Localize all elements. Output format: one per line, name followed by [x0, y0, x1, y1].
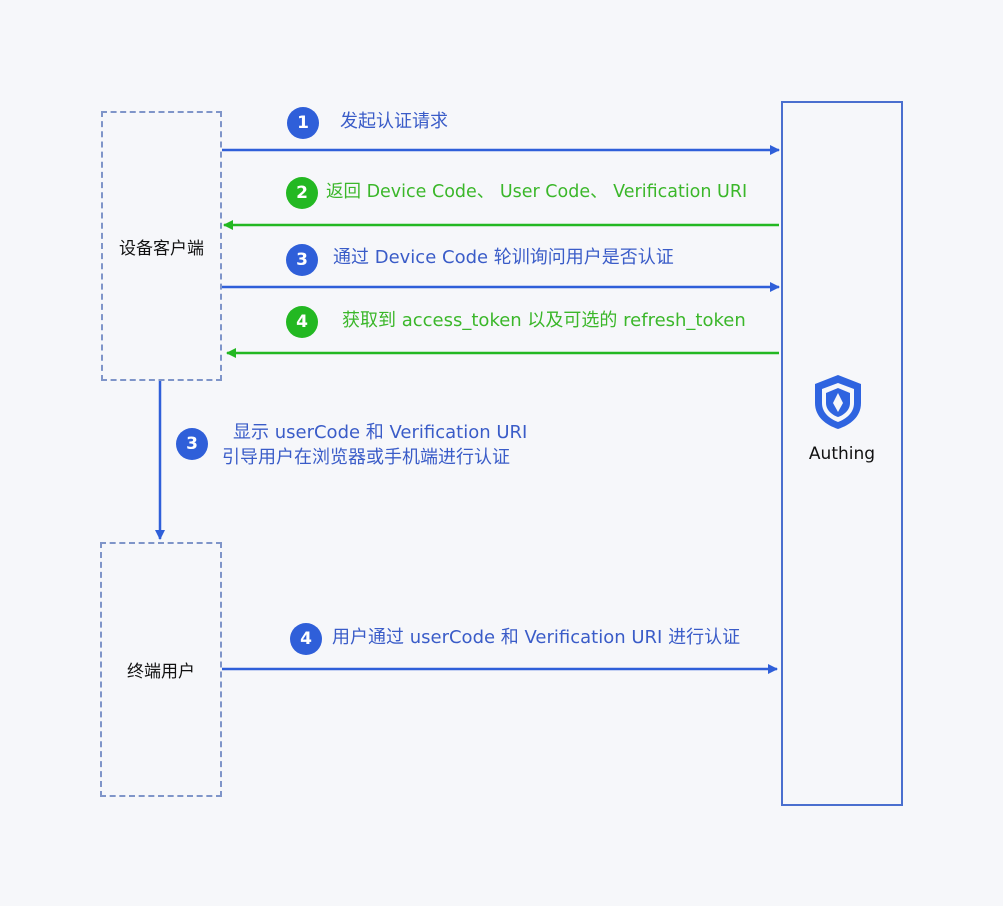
step-3-user-text-line2: 引导用户在浏览器或手机端进行认证	[222, 447, 510, 468]
step-1-text: 发起认证请求	[340, 111, 448, 132]
step-4-text: 获取到 access_token 以及可选的 refresh_token	[342, 310, 746, 331]
step-4-user-text: 用户通过 userCode 和 Verification URI 进行认证	[332, 627, 741, 648]
step-1-badge: 1	[287, 107, 319, 139]
step-3-badge: 3	[286, 244, 318, 276]
step-3-text: 通过 Device Code 轮训询问用户是否认证	[333, 247, 674, 268]
device-client-label: 设备客户端	[119, 238, 204, 259]
step-2-text: 返回 Device Code、 User Code、 Verification …	[326, 182, 748, 202]
step-4-badge: 4	[286, 306, 318, 338]
step-3-user-text-line1: 显示 userCode 和 Verification URI	[233, 422, 528, 443]
end-user-label: 终端用户	[127, 662, 195, 682]
step-3-user-badge: 3	[176, 428, 208, 460]
step-4-user-badge: 4	[290, 623, 322, 655]
end-user-box: 终端用户	[100, 542, 222, 797]
device-client-box: 设备客户端	[101, 111, 222, 381]
step-2-badge: 2	[286, 177, 318, 209]
authing-label: Authing	[808, 444, 876, 464]
shield-icon	[815, 375, 861, 429]
authing-box	[781, 101, 903, 806]
